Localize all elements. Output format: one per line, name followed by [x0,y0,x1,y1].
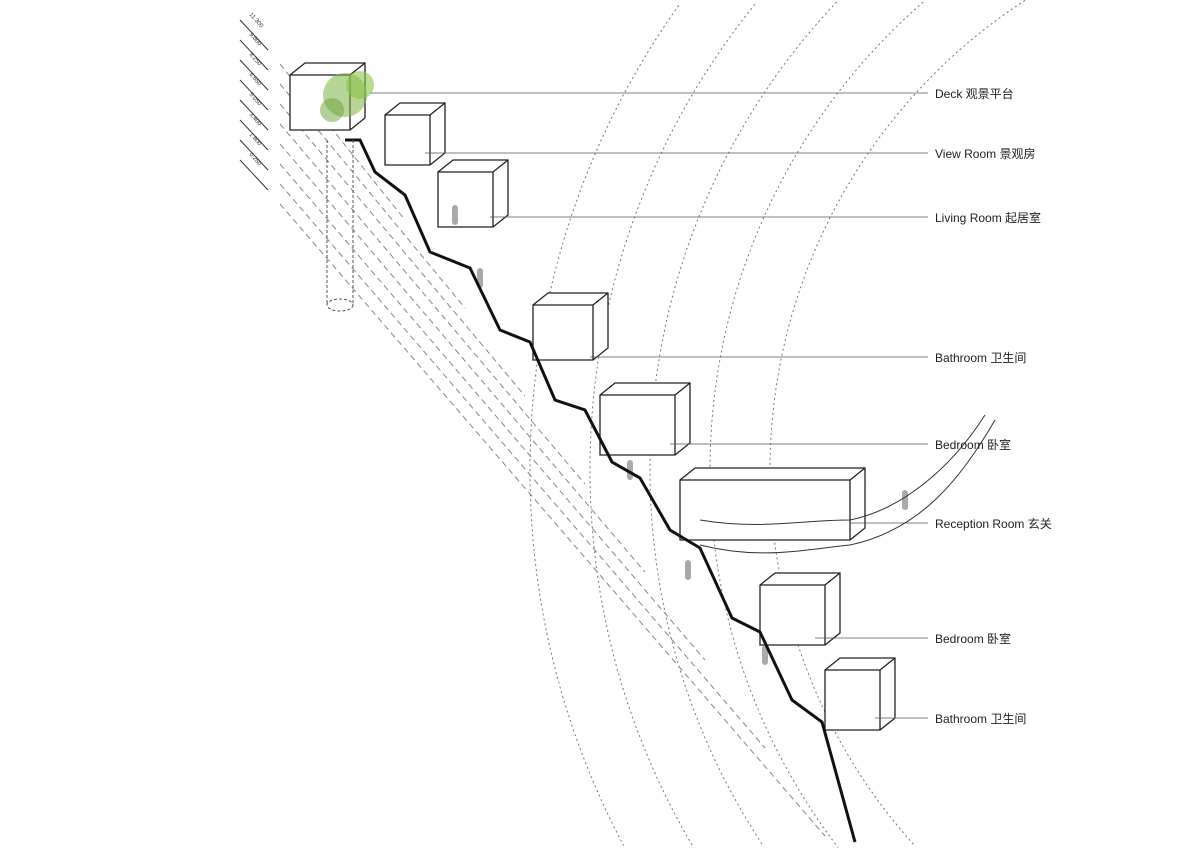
room-box [599,382,691,456]
pile-foundation [326,298,354,312]
elevation-tick [239,119,269,151]
room-box [532,292,609,361]
room-label: Bedroom 卧室 [935,438,1012,452]
elevation-dashed-line [279,183,766,749]
access-path [699,414,986,525]
elevation-lines [239,19,826,837]
room-box [824,657,896,731]
access-path-edge [699,419,996,554]
person-figure [762,645,768,665]
room-label: Bathroom 卫生间 [935,712,1027,726]
room-box [759,572,841,646]
elevation-tick [239,159,269,191]
tree-icon [320,71,374,122]
elevation-tick [239,79,269,111]
room-label: View Room 景观房 [935,147,1036,161]
room-label: Bathroom 卫生间 [935,351,1027,365]
elevation-dashed-line [279,83,466,309]
room-label: Reception Room 玄关 [935,517,1052,531]
elevation-tick [239,59,269,91]
room-label: Bedroom 卧室 [935,632,1012,646]
room-label: Deck 观景平台 [935,87,1014,101]
room-box [384,102,446,166]
room-box [679,467,866,541]
person-figure [627,460,633,480]
person-figure [452,205,458,225]
person-figure [902,490,908,510]
elevation-dashed-line [279,103,526,397]
room-label: Living Room 起居室 [935,211,1042,225]
elevation-tick [239,39,269,71]
elevation-tick [239,19,269,51]
elevation-dashed-line [279,123,586,485]
elevation-dashed-line [279,143,646,573]
leader-lines [370,92,928,719]
elevation-dashed-line [279,203,826,837]
elevation-dashed-line [279,163,706,661]
elevation-tick [239,139,269,171]
elevation-tick [239,99,269,131]
stair-ground-profile [345,138,857,843]
dotted-arc [709,1,924,848]
person-figure [685,560,691,580]
room-volumes [289,62,908,731]
